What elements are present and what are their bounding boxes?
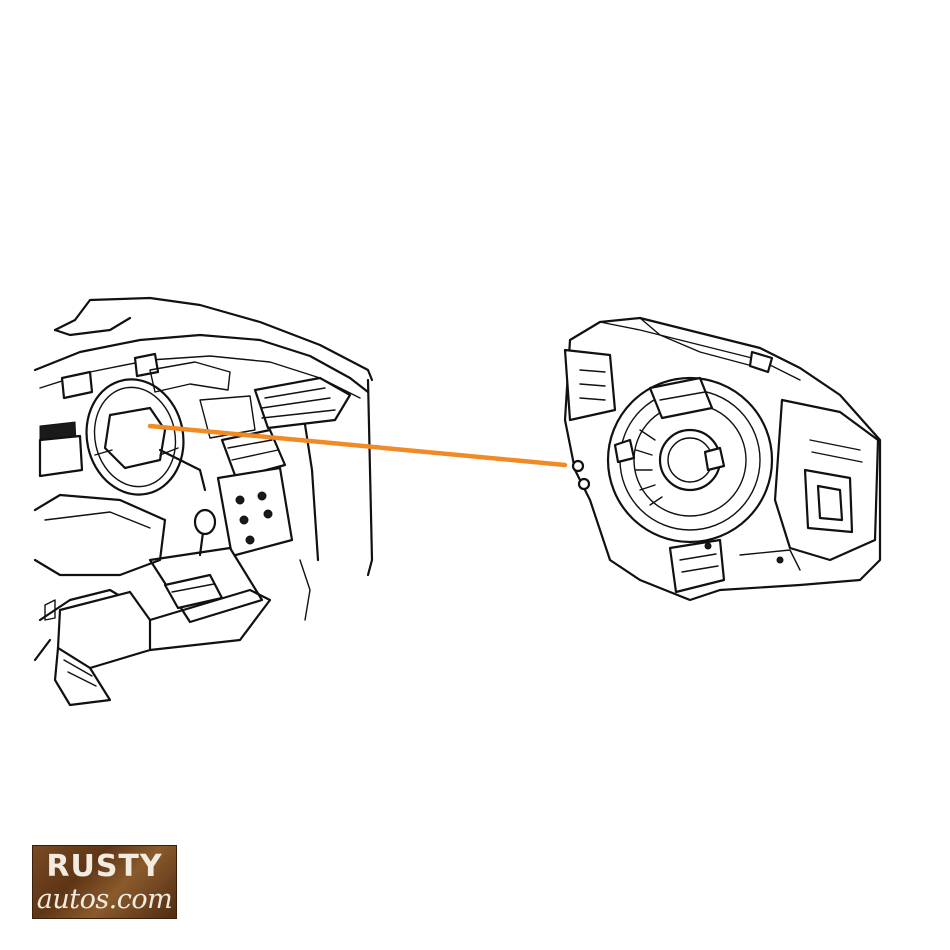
clock-spring-drawing	[563, 316, 882, 602]
logo-line-1: RUSTY	[46, 849, 163, 884]
rustyautos-logo: RUSTY autos.com	[32, 845, 177, 919]
leader-line	[147, 423, 568, 468]
logo-line-2: autos.com	[36, 884, 173, 915]
car-interior-drawing	[33, 296, 374, 707]
